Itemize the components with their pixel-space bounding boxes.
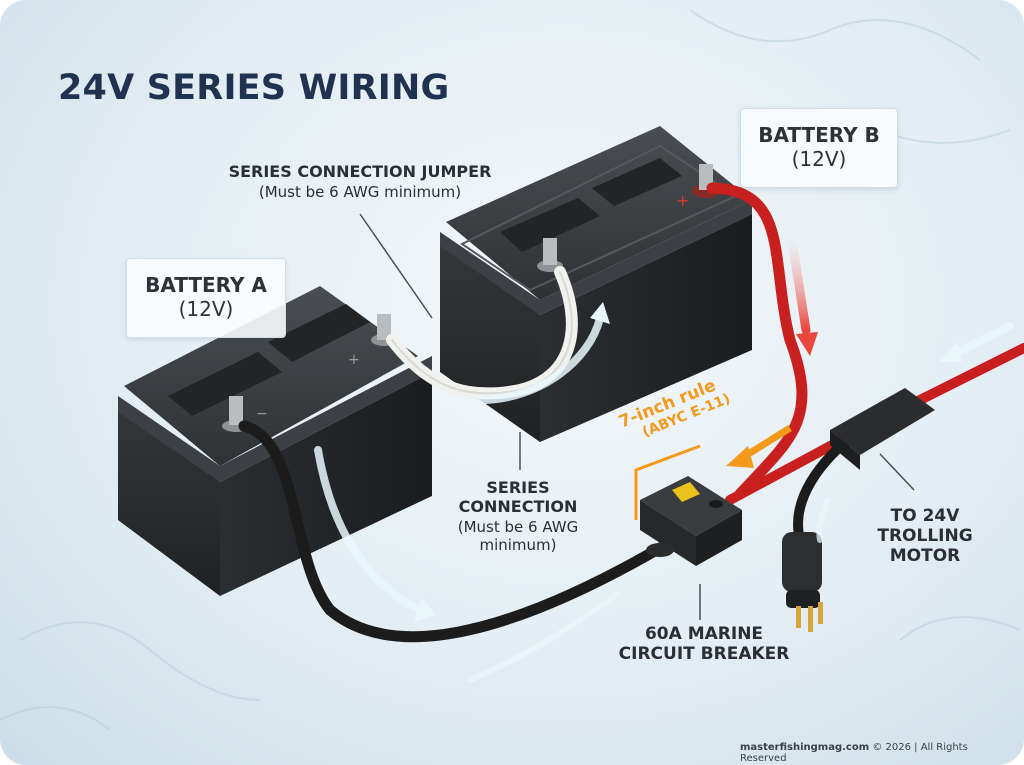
motor-plug (782, 388, 935, 632)
jumper-label: SERIES CONNECTION JUMPER (Must be 6 AWG … (214, 162, 506, 201)
seven-inch-rule-bracket (634, 444, 701, 520)
series-connection-note1: (Must be 6 AWG (457, 518, 579, 536)
series-connection-line1: SERIES (486, 478, 550, 497)
svg-text:+: + (676, 191, 689, 210)
negative-cable (238, 420, 666, 643)
motor-line2: TROLLING (877, 526, 973, 546)
breaker-line2: CIRCUIT BREAKER (618, 644, 790, 664)
circuit-breaker (640, 476, 742, 566)
battery-a-label: BATTERY A (12V) (126, 258, 286, 338)
battery-b-voltage: (12V) (791, 147, 847, 171)
battery-b: + (440, 126, 752, 442)
motor-line3: MOTOR (889, 546, 961, 566)
footer-site[interactable]: masterfishingmag.com (740, 742, 870, 753)
footer-rights: © 2026 | All Rights Reserved (740, 742, 968, 764)
battery-a-name: BATTERY A (145, 273, 267, 297)
leader-lines (359, 213, 915, 620)
svg-text:−: − (256, 406, 268, 422)
page-title: 24V SERIES WIRING (58, 68, 450, 108)
battery-b-name: BATTERY B (758, 123, 880, 147)
seven-inch-rule-arrow (740, 425, 792, 461)
jumper-title: SERIES CONNECTION JUMPER (228, 162, 492, 181)
series-connection-line2: CONNECTION (458, 497, 578, 516)
positive-cable-to-breaker (706, 182, 808, 500)
jumper-note: (Must be 6 AWG minimum) (258, 183, 462, 201)
footer-credit: masterfishingmag.com © 2026 | All Rights… (740, 742, 1010, 764)
red-flow-arrow (787, 235, 811, 335)
breaker-label: 60A MARINE CIRCUIT BREAKER (604, 624, 804, 664)
svg-text:+: + (348, 352, 360, 368)
breaker-line1: 60A MARINE (644, 624, 764, 644)
series-connection-label: SERIES CONNECTION (Must be 6 AWG minimum… (438, 478, 598, 554)
battery-a-voltage: (12V) (178, 297, 234, 321)
battery-b-label: BATTERY B (12V) (740, 108, 898, 188)
motor-line1: TO 24V (890, 506, 960, 526)
motor-label: TO 24V TROLLING MOTOR (866, 506, 984, 566)
flow-arrows (314, 302, 1014, 683)
series-connection-note2: minimum) (479, 536, 557, 554)
